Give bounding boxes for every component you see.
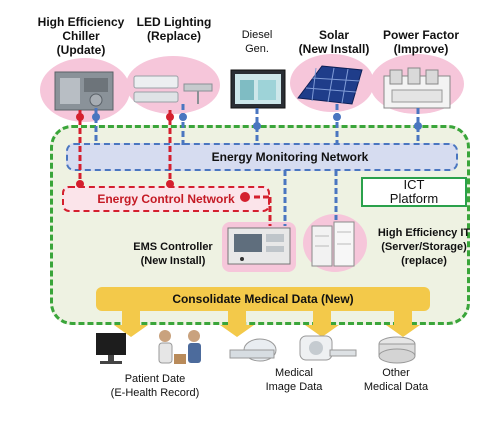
ict-platform-label: ICT Platform xyxy=(389,177,439,206)
diesel-generator-icon xyxy=(230,69,286,109)
consolidate-medical-data-bar xyxy=(96,287,430,311)
energy-monitoring-network-label: Energy Monitoring Network xyxy=(211,150,369,164)
solar-label: Solar (New Install) xyxy=(298,28,370,56)
energy-control-network-label: Energy Control Network xyxy=(97,192,235,206)
monitoring-nodes xyxy=(92,113,422,130)
ems-controller-icon xyxy=(227,227,291,265)
diesel-gen-label: Diesel Gen. xyxy=(241,29,273,55)
consolidate-medical-data-label: Consolidate Medical Data (New) xyxy=(172,292,354,306)
high-efficiency-it-label: High Efficiency IT (Server/Storage) (rep… xyxy=(377,227,471,267)
energy-monitoring-network xyxy=(66,143,458,171)
chiller-icon xyxy=(54,71,114,111)
energy-control-network xyxy=(62,186,270,212)
data-flow-arrows xyxy=(114,311,420,337)
power-factor-icon xyxy=(383,67,451,109)
power-factor-label: Power Factor (Improve) xyxy=(382,28,460,56)
server-storage-icon xyxy=(311,221,355,267)
other-data-icon xyxy=(378,336,416,364)
solar-panel-icon xyxy=(297,65,363,105)
other-medical-data-label: Other Medical Data xyxy=(363,367,429,393)
control-connectors xyxy=(78,110,272,226)
led-lighting-label: LED Lighting (Replace) xyxy=(136,15,212,43)
patient-record-icon xyxy=(96,330,201,364)
chiller-label: High Efficiency Chiller (Update) xyxy=(37,15,125,57)
control-nodes xyxy=(76,113,250,202)
ems-controller-label: EMS Controller (New Install) xyxy=(133,241,213,267)
medical-image-data-label: Medical Image Data xyxy=(265,367,323,393)
ict-platform-box xyxy=(361,177,467,207)
patient-data-label: Patient Date (E-Health Record) xyxy=(110,373,200,399)
led-lighting-icon xyxy=(133,75,213,104)
medical-imaging-icon xyxy=(229,335,357,362)
